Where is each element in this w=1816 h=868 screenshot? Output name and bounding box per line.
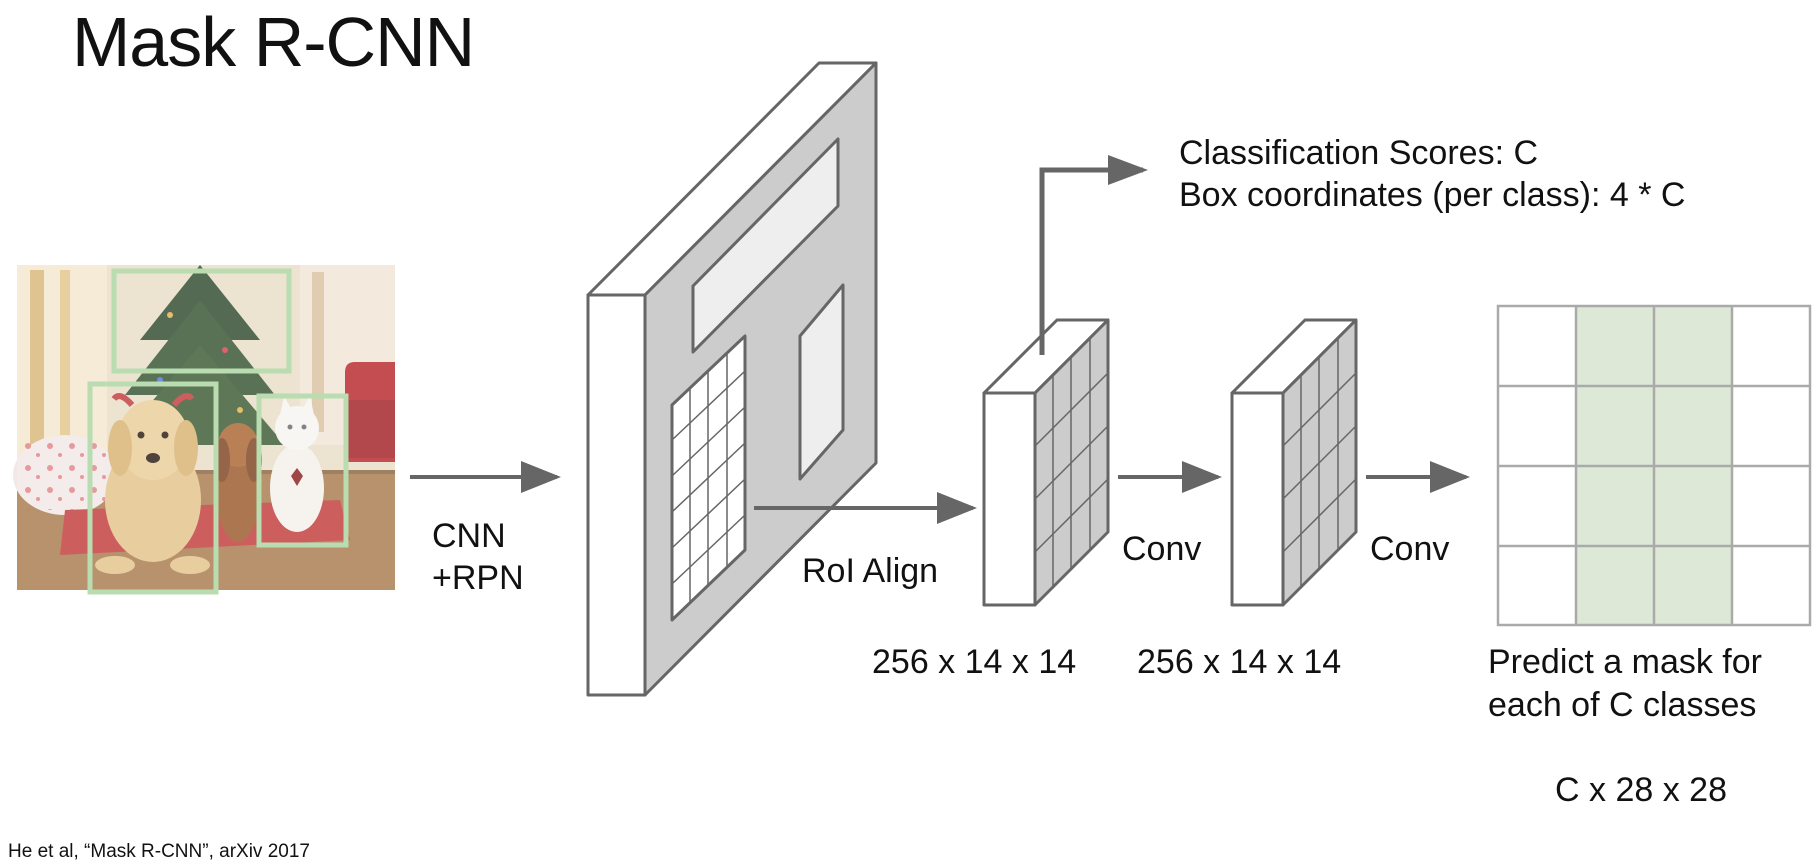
box-coordinates-label: Box coordinates (per class): 4 * C	[1179, 176, 1686, 214]
region-proposal-wide	[691, 137, 840, 354]
dogs-and-cat-christmas-photo-icon	[13, 265, 395, 595]
detection-box-cat	[256, 393, 349, 548]
roi-grid-lines	[671, 353, 746, 603]
mask-dims-label: C x 28 x 28	[1555, 771, 1727, 809]
roi-align-label: RoI Align	[802, 552, 939, 590]
slide-title: Mask R-CNN	[72, 3, 475, 81]
region-proposal-tall	[798, 283, 845, 481]
feature-map-box	[586, 61, 878, 697]
mask-grid	[1496, 304, 1812, 627]
feature-cube-1-grid	[1034, 338, 1109, 587]
citation: He et al, “Mask R-CNN”, arXiv 2017	[8, 841, 310, 862]
classification-branch-arrow	[1039, 155, 1148, 355]
conv-label-2: Conv	[1370, 530, 1450, 568]
dims-label-1: 256 x 14 x 14	[872, 643, 1077, 681]
predict-mask-label-line1: Predict a mask for	[1488, 643, 1762, 681]
cnn-label: CNN	[432, 517, 506, 555]
classification-scores-label: Classification Scores: C	[1179, 134, 1539, 172]
detection-box-tree	[111, 268, 292, 374]
conv-label-1: Conv	[1122, 530, 1202, 568]
rpn-label: +RPN	[432, 559, 524, 597]
dims-label-2: 256 x 14 x 14	[1137, 643, 1342, 681]
predict-mask-label-line2: each of C classes	[1488, 686, 1757, 724]
feature-cube-2-grid	[1282, 338, 1357, 587]
detection-box-dog	[87, 381, 219, 595]
